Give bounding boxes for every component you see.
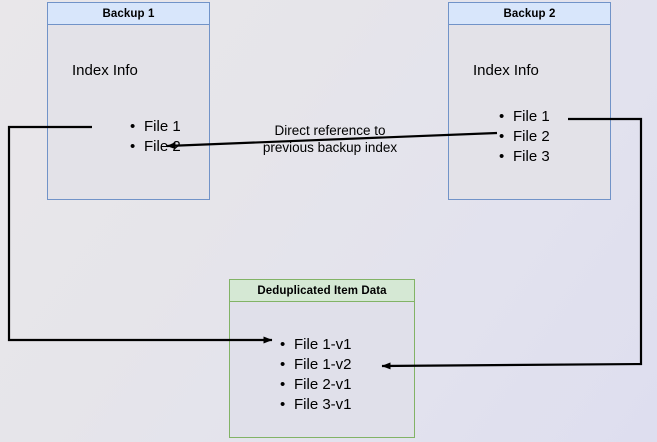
direct-reference-line-2: previous backup index — [262, 140, 398, 155]
backup-2-index-info-label: Index Info — [473, 62, 539, 79]
direct-reference-edge-label: Direct reference to previous backup inde… — [256, 122, 404, 156]
list-item: File 1 — [497, 107, 550, 127]
backup-2-file-list: File 1 File 2 File 3 — [497, 107, 550, 167]
backup-1-box[interactable]: Backup 1 Index Info File 1 File 2 — [47, 2, 210, 200]
deduplicated-item-data-box[interactable]: Deduplicated Item Data File 1-v1 File 1-… — [229, 279, 415, 438]
list-item: File 2 — [497, 127, 550, 147]
backup-1-index-info-label: Index Info — [72, 62, 138, 79]
list-item: File 2 — [128, 137, 181, 157]
direct-reference-line-1: Direct reference to — [274, 123, 386, 138]
backup-1-body: Index Info File 1 File 2 — [48, 25, 209, 199]
list-item: File 3-v1 — [278, 395, 352, 415]
list-item: File 2-v1 — [278, 375, 352, 395]
backup-2-box[interactable]: Backup 2 Index Info File 1 File 2 File 3 — [448, 2, 611, 200]
deduplicated-item-data-header: Deduplicated Item Data — [230, 280, 414, 302]
deduplicated-item-data-body: File 1-v1 File 1-v2 File 2-v1 File 3-v1 — [230, 302, 414, 437]
backup-2-header: Backup 2 — [449, 3, 610, 25]
deduplicated-file-list: File 1-v1 File 1-v2 File 2-v1 File 3-v1 — [278, 335, 352, 415]
backup-1-header: Backup 1 — [48, 3, 209, 25]
backup-2-body: Index Info File 1 File 2 File 3 — [449, 25, 610, 199]
list-item: File 1 — [128, 117, 181, 137]
list-item: File 1-v1 — [278, 335, 352, 355]
list-item: File 1-v2 — [278, 355, 352, 375]
list-item: File 3 — [497, 147, 550, 167]
backup-1-file-list: File 1 File 2 — [128, 117, 181, 157]
